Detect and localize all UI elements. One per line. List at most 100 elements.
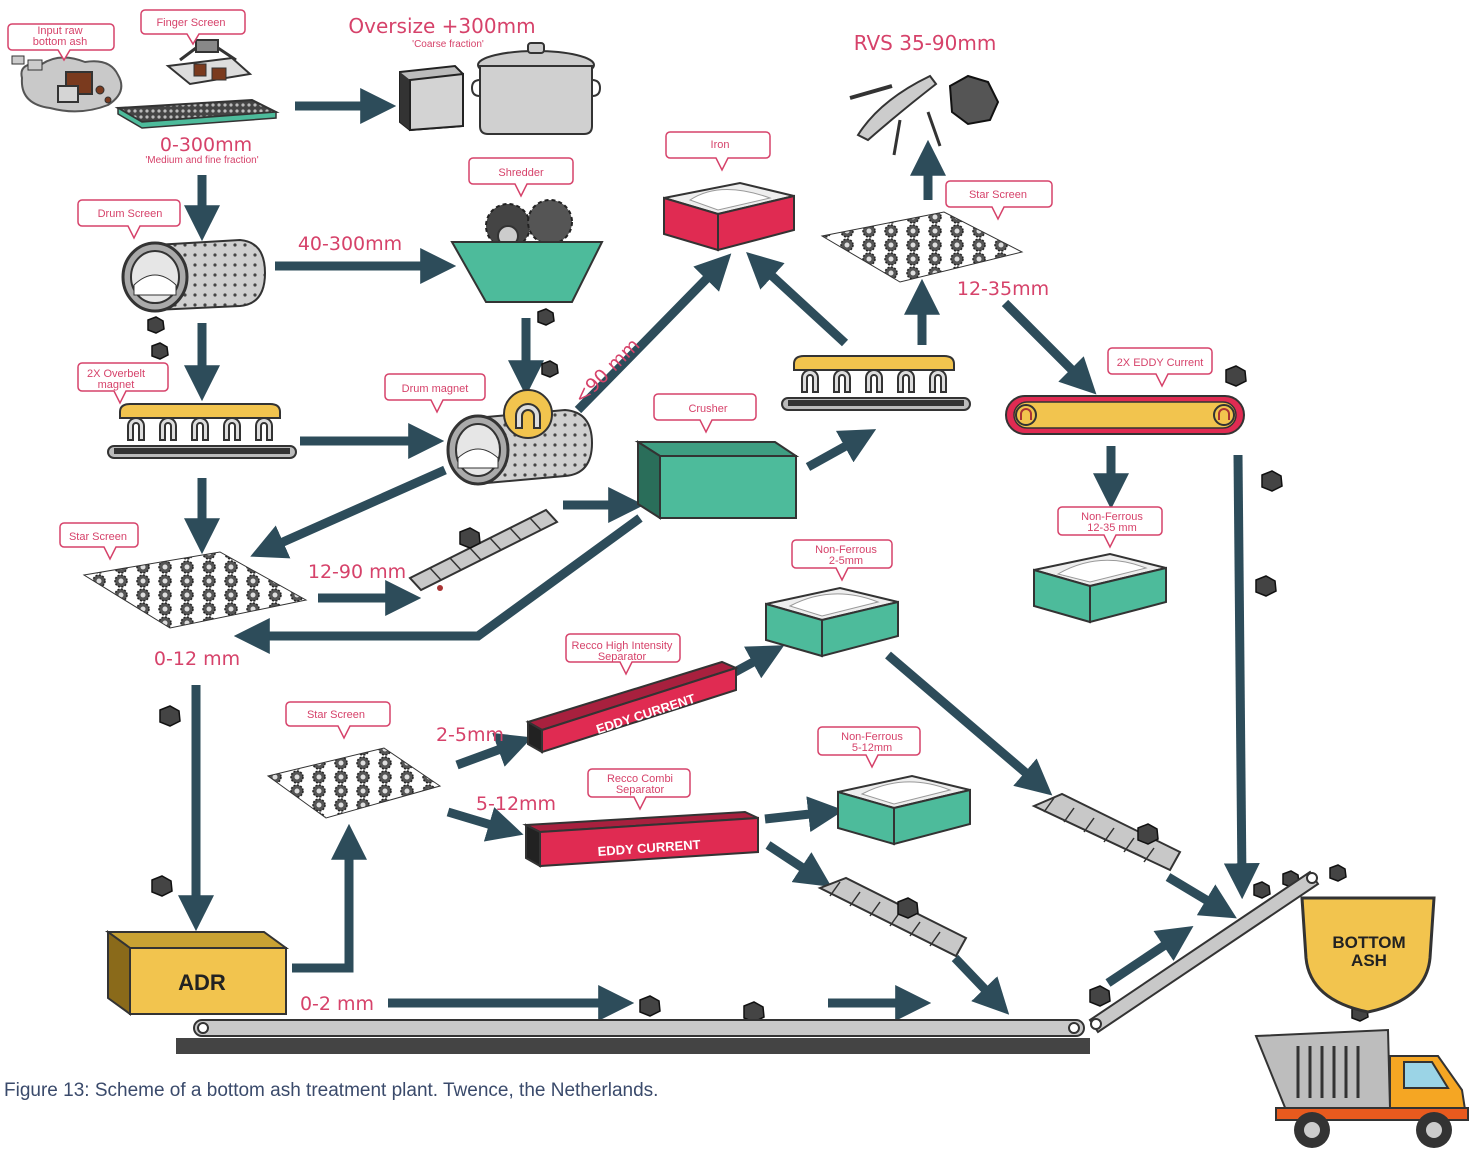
arrow-eddy-to-nf-5-12 [764,796,845,833]
arrow-5-12-to-eddy [446,807,524,842]
callout-star-screen-1: Star Screen [59,522,139,561]
arrow-drum-magnet-to-iron [574,253,732,414]
drum-screen [121,238,267,313]
callout-non-ferrous-5-12: Non-Ferrous 5-12mm [817,726,921,769]
eddy-current-label-2: EDDY CURRENT [597,837,701,859]
arrow-belt-to-loader [1165,873,1237,919]
callout-nf-12-35-line2: 12-35 mm [1087,522,1137,534]
oversize-container [470,42,602,135]
callout-eddy-2x-text: 2X EDDY Current [1117,357,1204,369]
label-0-12mm: 0-12 mm [154,648,240,670]
non-ferrous-bin-12-35 [1033,552,1167,624]
arrow-magnet-to-iron [746,252,849,347]
label-oversize: Oversize +300mm [348,14,535,38]
eddy-current-2x [1005,395,1245,435]
star-screen-1 [82,551,308,629]
label-coarse: 'Coarse fraction' [412,39,484,50]
arrow-to-eddy-2x [1001,299,1097,395]
callout-iron-text: Iron [711,139,730,151]
callout-nf-2-5-line2: 2-5mm [829,555,863,567]
bottom-ash-line1: BOTTOM [1332,933,1405,952]
callout-star-screen-1-text: Star Screen [69,531,127,543]
callout-shredder: Shredder [468,157,574,198]
overbelt-magnet-2 [781,355,971,411]
oversize-block [399,64,464,132]
non-ferrous-bin-5-12 [837,774,971,846]
callout-recco-high-line2: Separator [598,651,647,663]
callout-input-raw: Input raw bottom ash [7,23,115,62]
callout-crusher-text: Crusher [688,403,727,415]
callout-overbelt-line1: 2X Overbelt [87,368,145,380]
conveyor-small [817,876,968,958]
star-screen-3 [266,747,442,819]
callout-finger-screen-text: Finger Screen [156,17,225,29]
label-5-12mm: 5-12mm [476,793,556,815]
callout-nf-5-12-line1: Non-Ferrous [841,731,903,743]
callout-recco-high: Recco High Intensity Separator [565,633,681,676]
callout-drum-screen: Drum Screen [77,199,181,240]
eddy-current-separator-1: EDDY CURRENT [525,660,739,754]
callout-star-screen-2-text: Star Screen [969,189,1027,201]
callout-non-ferrous-12-35: Non-Ferrous 12-35 mm [1057,506,1163,549]
arrow-drum-magnet-to-star-screen [250,465,447,559]
arrow-2-5-to-eddy [455,732,533,770]
callout-overbelt-magnet: 2X Overbelt magnet [77,362,169,405]
star-screen-2 [820,211,1024,283]
callout-input-raw-line2: bottom ash [33,36,87,48]
arrow-small-belt-to-main [951,954,1010,1015]
callout-recco-combi: Recco Combi Separator [587,768,691,811]
arrow-eddy-to-loader [1223,454,1260,900]
conveyor-right [1031,792,1182,872]
callout-nf-5-12-line2: 5-12mm [852,742,892,754]
callout-non-ferrous-2-5: Non-Ferrous 2-5mm [791,539,893,582]
rvs-scrap [849,74,1000,156]
label-40-300mm: 40-300mm [298,233,402,255]
callout-nf-12-35-line1: Non-Ferrous [1081,511,1143,523]
callout-overbelt-line2: magnet [98,379,135,391]
truck [1254,1028,1469,1148]
callout-drum-magnet-text: Drum magnet [402,383,469,395]
callout-shredder-text: Shredder [498,167,544,179]
non-ferrous-bin-2-5 [765,586,899,658]
flow-arrows [178,88,1260,1021]
arrow-crusher-to-magnet [805,429,877,471]
main-conveyor [176,1019,1090,1054]
callout-nf-2-5-line1: Non-Ferrous [815,544,877,556]
callout-recco-high-line1: Recco High Intensity [572,640,673,652]
callout-crusher: Crusher [653,393,757,434]
shredder [450,199,604,303]
adr-unit: ADR [104,930,290,1016]
arrow-adr-to-star-screen [292,823,367,973]
label-0-300mm: 0-300mm [160,134,252,156]
callout-input-raw-line1: Input raw [37,25,82,37]
eddy-current-separator-2: EDDY CURRENT [522,810,759,868]
callout-eddy-current-2x: 2X EDDY Current [1107,347,1213,388]
label-12-35mm: 12-35mm [957,278,1049,300]
overbelt-magnet-1 [107,403,297,459]
arrow-nf-to-belt [885,651,1053,796]
bottom-ash-line2: ASH [1351,951,1387,970]
figure-caption: Figure 13: Scheme of a bottom ash treatm… [4,1080,659,1101]
callout-star-screen-3: Star Screen [285,701,391,740]
callout-finger-screen: Finger Screen [140,9,246,46]
callout-recco-combi-line1: Recco Combi [607,773,673,785]
adr-label: ADR [178,970,226,995]
callout-recco-combi-line2: Separator [616,784,665,796]
drum-magnet [446,389,594,486]
arrow-crusher-to-fines [233,514,643,654]
label-0-2mm: 0-2 mm [300,993,374,1015]
label-lt90mm: <90 mm [570,334,644,408]
callout-star-screen-3-text: Star Screen [307,709,365,721]
input-raw-ash [11,55,123,113]
label-rvs: RVS 35-90mm [854,31,997,55]
rock-icons [147,308,1369,1023]
arrow-to-incline [1105,926,1194,987]
callout-star-screen-2: Star Screen [945,180,1053,221]
callout-drum-screen-text: Drum Screen [98,208,163,220]
bottom-ash-hopper: BOTTOM ASH [1300,896,1436,1014]
callout-drum-magnet: Drum magnet [384,373,486,414]
crusher [634,440,800,520]
incline-conveyor [1088,870,1320,1034]
finger-screen [114,39,280,129]
